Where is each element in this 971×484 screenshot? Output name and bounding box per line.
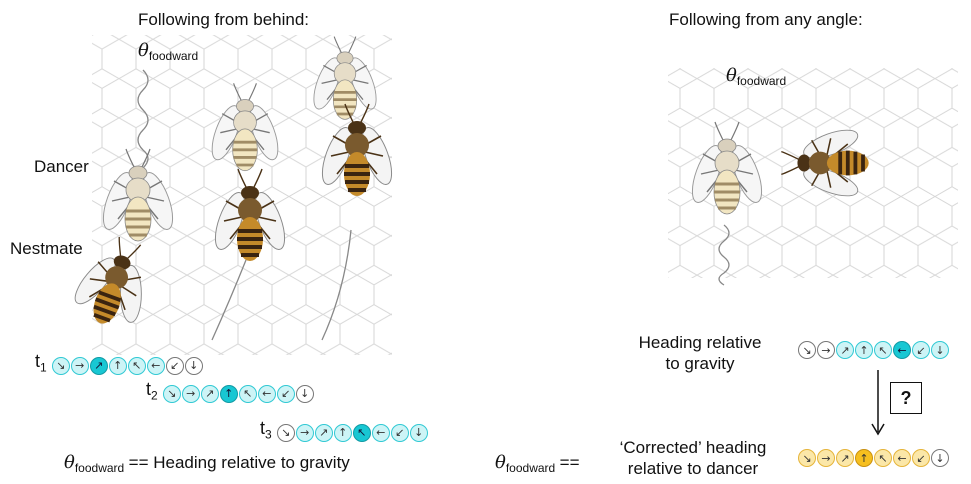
time-label-3: t3 [260,418,272,442]
heading-arrow-circle: ↑ [334,424,352,442]
right-panel-title: Following from any angle: [669,10,863,30]
heading-arrow-circle: ↙ [391,424,409,442]
heading-arrow-circle: ↙ [912,341,930,359]
right-theta-label: θfoodward [726,65,786,88]
heading-arrow-circle: ↓ [931,341,949,359]
heading-arrow-circle: ↑ [109,357,127,375]
time-label-2: t2 [146,379,158,403]
left-theta-label: θfoodward [138,40,198,63]
heading-row-gravity: ↘→↗↑↖←↙↓ [798,341,949,359]
time-row-2: t2 ↘→↗↑↖←↙↓ [146,379,314,403]
time-row-1: t1 ↘→↗↑↖←↙↓ [35,351,203,375]
heading-arrow-circle: ↖ [353,424,371,442]
heading-arrow-circle: ↑ [855,449,873,467]
heading-arrow-circle: ↓ [931,449,949,467]
heading-arrow-circle: ↖ [874,449,892,467]
heading-arrow-circle: ↖ [874,341,892,359]
heading-arrow-circle: ↗ [201,385,219,403]
heading-arrow-circle: ↘ [163,385,181,403]
right-equation-lhs: θfoodward == [495,452,580,475]
heading-arrow-circle: ↗ [836,449,854,467]
heading-arrow-circle: ↘ [798,449,816,467]
heading-arrow-circle: ↘ [52,357,70,375]
left-equation: θfoodward == Heading relative to gravity [64,452,350,475]
heading-arrow-circle: ↗ [315,424,333,442]
heading-arrow-circle: → [296,424,314,442]
heading-arrow-circle: ← [147,357,165,375]
heading-arrow-circle: ← [893,341,911,359]
heading-arrow-circle: ↘ [277,424,295,442]
time-label-1: t1 [35,351,47,375]
heading-arrow-circle: → [817,341,835,359]
heading-arrow-circle: ↖ [128,357,146,375]
time-row-3: t3 ↘→↗↑↖←↙↓ [260,418,428,442]
heading-arrow-circle: ↖ [239,385,257,403]
heading-row-t3: ↘→↗↑↖←↙↓ [277,424,428,442]
heading-arrow-circle: ↘ [798,341,816,359]
heading-arrow-circle: ↙ [912,449,930,467]
heading-arrow-circle: → [182,385,200,403]
heading-arrow-circle: ← [893,449,911,467]
heading-row-t1: ↘→↗↑↖←↙↓ [52,357,203,375]
corrected-heading-label: ‘Corrected’ heading relative to dancer [598,437,788,479]
heading-arrow-circle: ↙ [166,357,184,375]
heading-arrow-circle: → [71,357,89,375]
gravity-heading-label: Heading relative to gravity [620,332,780,374]
heading-arrow-circle: ↓ [185,357,203,375]
heading-arrow-circle: ↓ [296,385,314,403]
heading-arrow-circle: ← [372,424,390,442]
heading-arrow-circle: ↙ [277,385,295,403]
nestmate-label: Nestmate [10,239,83,259]
heading-arrow-circle: → [817,449,835,467]
heading-arrow-circle: ↑ [855,341,873,359]
heading-arrow-circle: ↓ [410,424,428,442]
heading-row-corrected: ↘→↗↑↖←↙↓ [798,449,949,467]
dancer-label: Dancer [34,157,89,177]
heading-row-t2: ↘→↗↑↖←↙↓ [163,385,314,403]
question-box: ? [890,382,922,414]
heading-arrow-circle: ← [258,385,276,403]
heading-arrow-circle: ↗ [836,341,854,359]
heading-arrow-circle: ↑ [220,385,238,403]
heading-arrow-circle: ↗ [90,357,108,375]
